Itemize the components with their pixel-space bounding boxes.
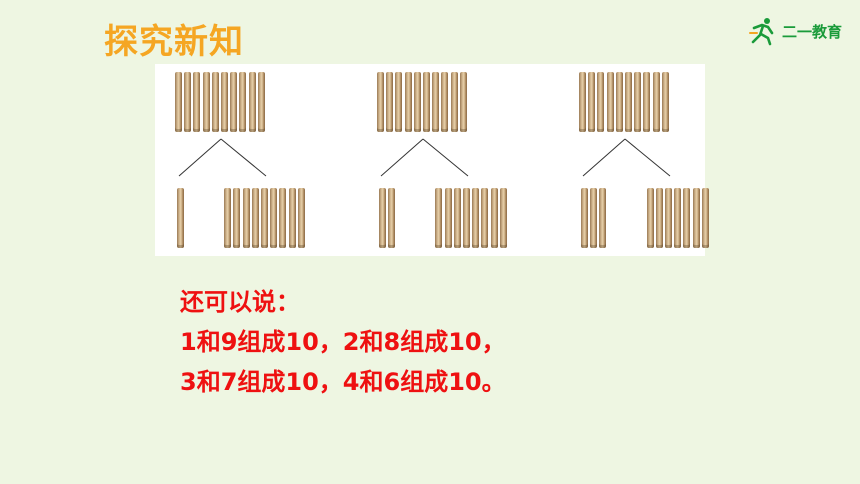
branch-line-right bbox=[422, 138, 469, 177]
stick bbox=[615, 72, 623, 132]
sticks-illustration bbox=[155, 64, 709, 256]
stick bbox=[453, 188, 461, 248]
text-line-3: 3和7组成10，4和6组成10。 bbox=[180, 368, 506, 396]
stick bbox=[288, 188, 296, 248]
stick bbox=[279, 188, 287, 248]
stick bbox=[634, 72, 642, 132]
stick bbox=[248, 72, 256, 132]
stick bbox=[202, 72, 210, 132]
stick bbox=[624, 72, 632, 132]
branch-lines-3 bbox=[582, 138, 671, 177]
stick bbox=[239, 72, 247, 132]
stick bbox=[379, 188, 386, 248]
stick bbox=[220, 72, 228, 132]
stick bbox=[422, 72, 430, 132]
explanation-text: 还可以说： 1和9组成10，2和8组成10， 3和7组成10，4和6组成10。 bbox=[180, 282, 506, 402]
stick bbox=[211, 72, 219, 132]
stick bbox=[413, 72, 421, 132]
branch-line-left bbox=[582, 138, 626, 177]
stick bbox=[590, 188, 598, 248]
bottom-right-bundle-1 bbox=[224, 188, 305, 248]
stick bbox=[579, 72, 586, 132]
stick bbox=[177, 188, 184, 248]
stick bbox=[701, 188, 709, 248]
stick bbox=[297, 188, 305, 248]
stick bbox=[588, 72, 596, 132]
stick bbox=[459, 72, 467, 132]
text-line-2: 1和9组成10，2和8组成10， bbox=[180, 328, 506, 356]
branch-line-right bbox=[624, 138, 671, 177]
logo: 二一教育 bbox=[748, 14, 848, 48]
top-bundle-2 bbox=[377, 72, 467, 132]
bottom-right-bundle-2 bbox=[435, 188, 507, 248]
stick bbox=[224, 188, 232, 248]
branch-line-left bbox=[380, 138, 424, 177]
stick bbox=[664, 188, 672, 248]
stick bbox=[462, 188, 470, 248]
text-line-1: 还可以说： bbox=[180, 288, 300, 316]
stick bbox=[674, 188, 682, 248]
stick bbox=[404, 72, 412, 132]
stick bbox=[652, 72, 660, 132]
stick bbox=[450, 72, 458, 132]
stick bbox=[270, 188, 278, 248]
stick bbox=[184, 72, 192, 132]
stick bbox=[175, 72, 182, 132]
stick bbox=[597, 72, 605, 132]
stick bbox=[472, 188, 480, 248]
stick bbox=[395, 72, 403, 132]
stick bbox=[233, 188, 241, 248]
page-title: 探究新知 bbox=[104, 22, 244, 62]
branch-lines-2 bbox=[380, 138, 469, 177]
stick bbox=[388, 188, 396, 248]
branch-lines-1 bbox=[178, 138, 267, 177]
bottom-left-bundle-1 bbox=[177, 188, 184, 248]
bottom-left-bundle-3 bbox=[581, 188, 607, 248]
stick bbox=[490, 188, 498, 248]
stick bbox=[251, 188, 259, 248]
stick bbox=[193, 72, 201, 132]
stick bbox=[260, 188, 268, 248]
logo-text: 二一教育 bbox=[782, 22, 843, 41]
branch-line-left bbox=[178, 138, 222, 177]
stick bbox=[242, 188, 250, 248]
stick bbox=[581, 188, 588, 248]
stick bbox=[441, 72, 449, 132]
running-person-icon bbox=[749, 18, 774, 46]
stick bbox=[257, 72, 265, 132]
top-bundle-1 bbox=[175, 72, 265, 132]
stick bbox=[377, 72, 384, 132]
stick bbox=[599, 188, 607, 248]
stick bbox=[661, 72, 669, 132]
stick bbox=[683, 188, 691, 248]
top-bundle-3 bbox=[579, 72, 669, 132]
stick bbox=[230, 72, 238, 132]
stick bbox=[386, 72, 394, 132]
stick bbox=[444, 188, 452, 248]
stick bbox=[435, 188, 443, 248]
bottom-left-bundle-2 bbox=[379, 188, 396, 248]
bottom-right-bundle-3 bbox=[646, 188, 709, 248]
branch-line-right bbox=[220, 138, 267, 177]
stick bbox=[432, 72, 440, 132]
stick bbox=[481, 188, 489, 248]
stick bbox=[646, 188, 654, 248]
stick bbox=[692, 188, 700, 248]
stick bbox=[655, 188, 663, 248]
stick bbox=[643, 72, 651, 132]
stick bbox=[606, 72, 614, 132]
stick bbox=[499, 188, 507, 248]
